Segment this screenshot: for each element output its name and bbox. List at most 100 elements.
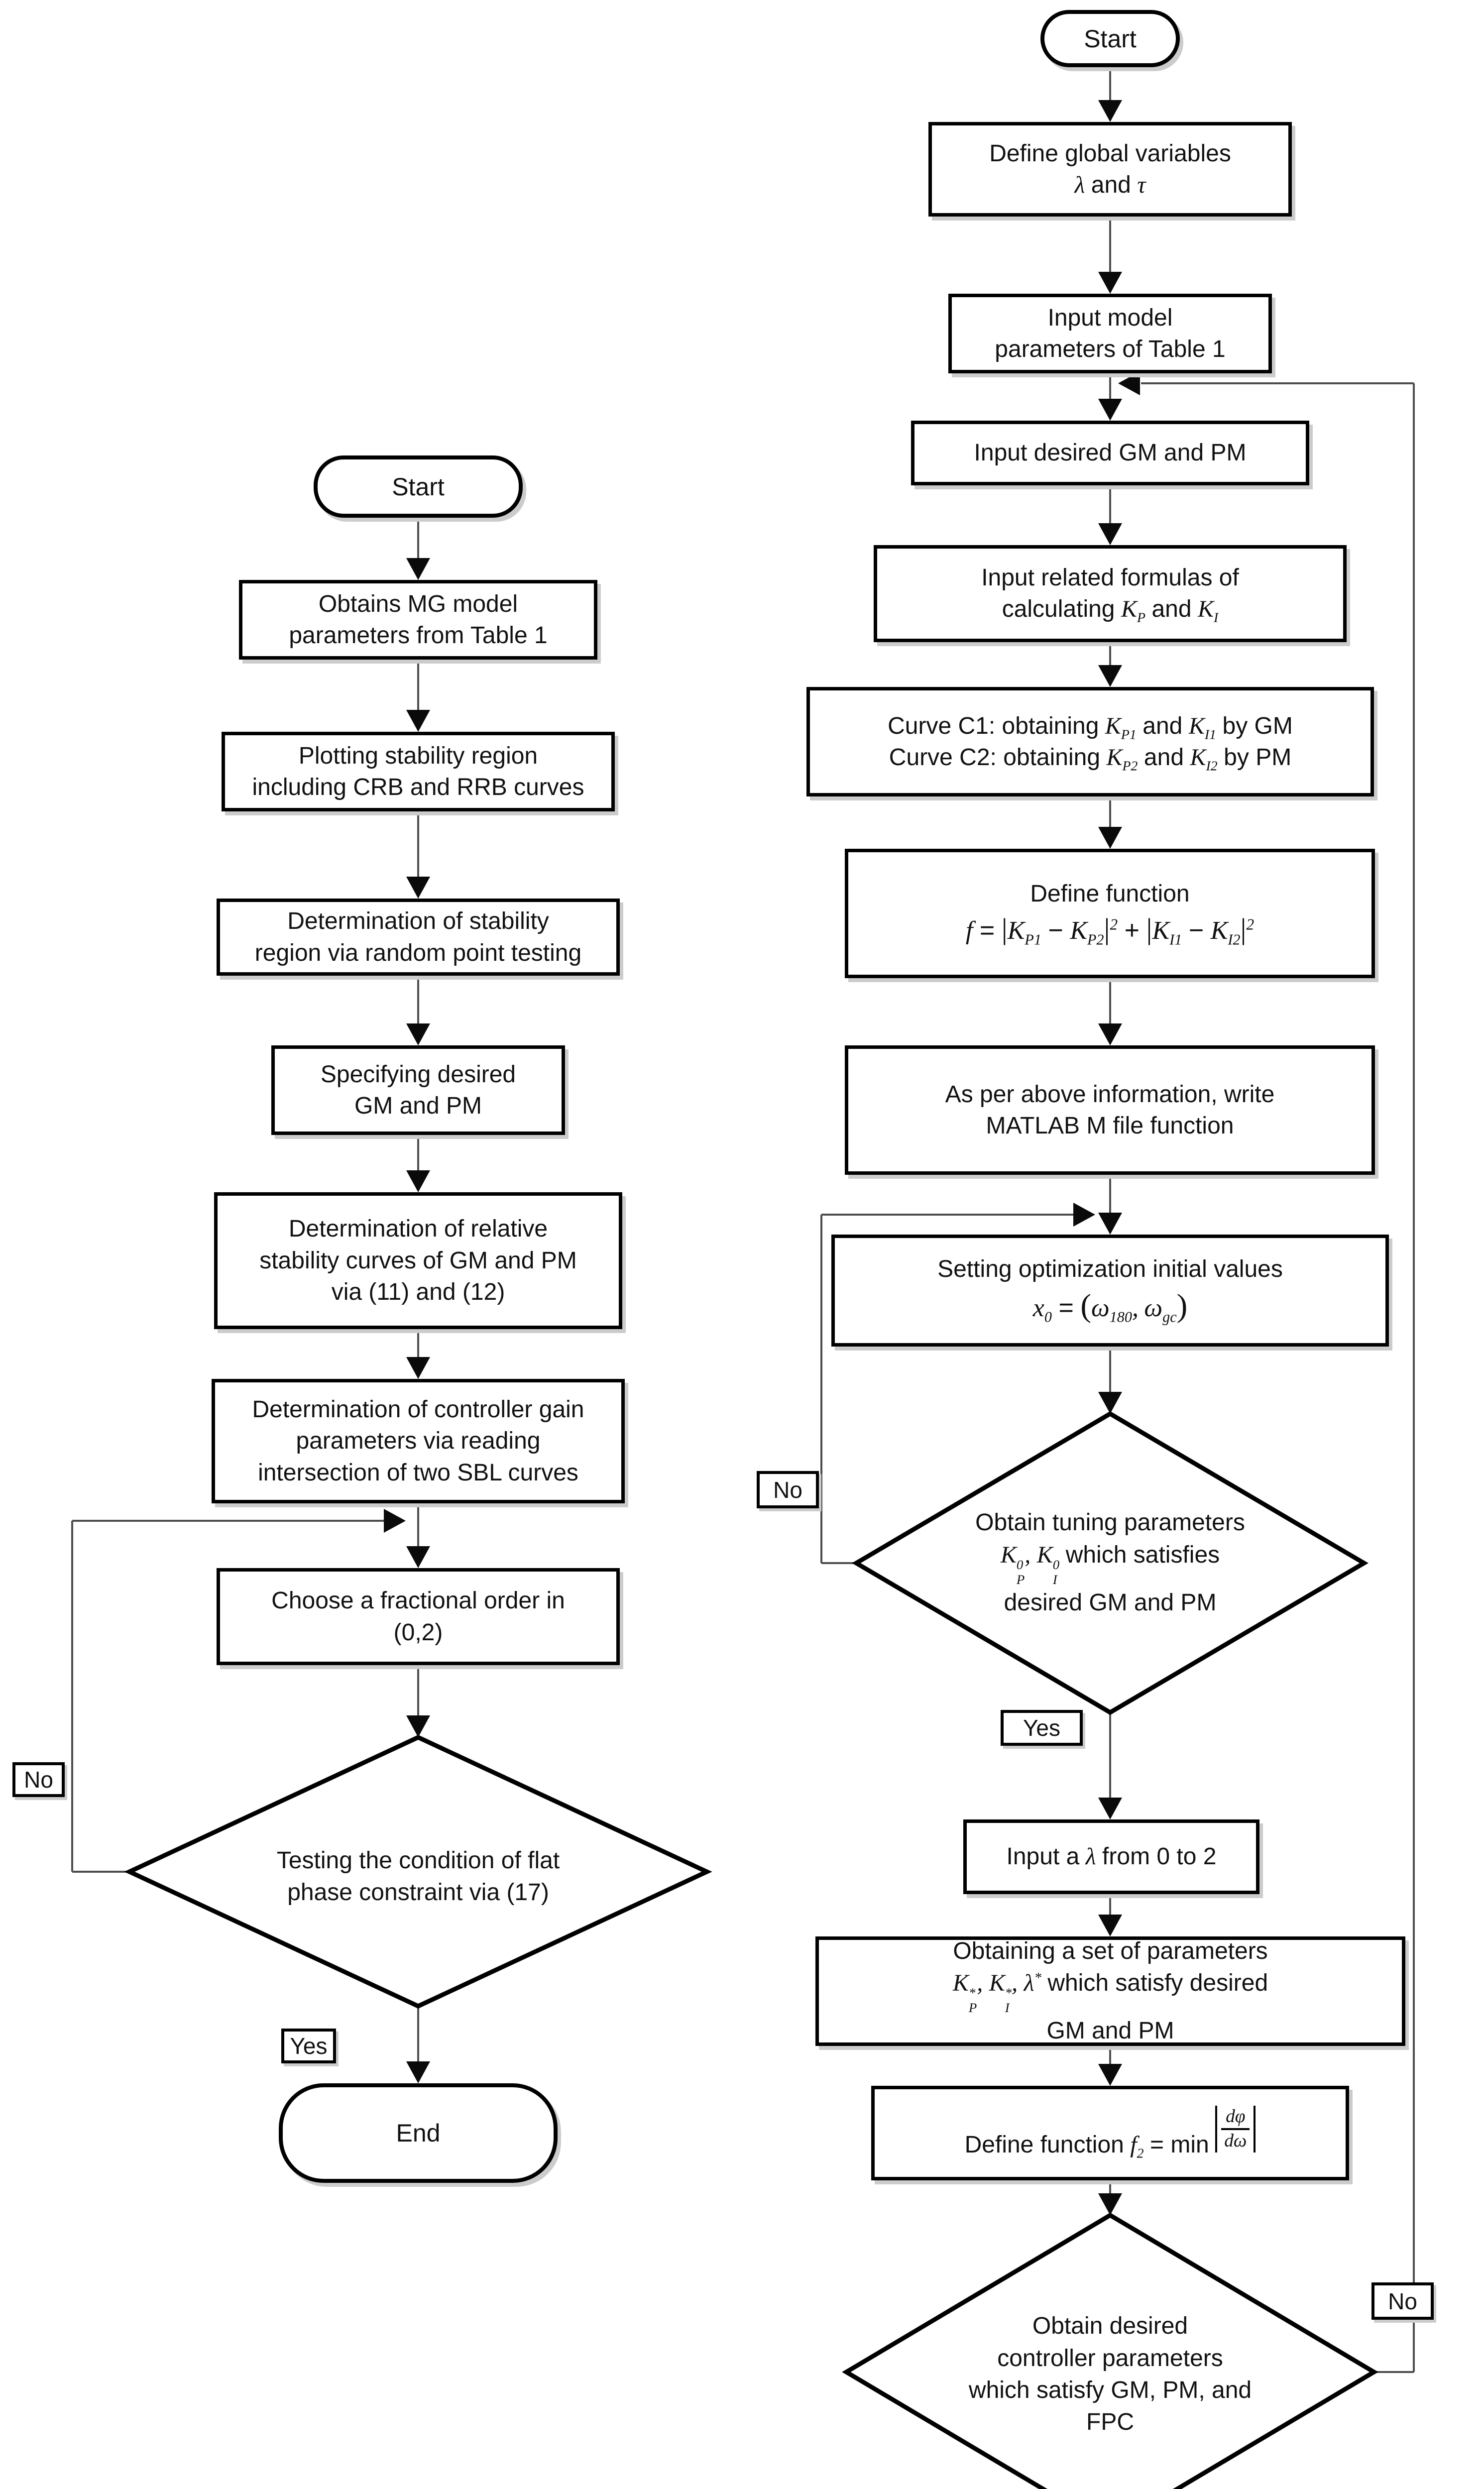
box-line: Obtaining a set of parameters	[953, 1938, 1268, 1965]
arrowhead-down-icon	[1098, 100, 1122, 122]
box-line: Define function	[1030, 880, 1190, 907]
a-process-controller-gain-intersection: Determination of controller gain paramet…	[212, 1379, 625, 1503]
no-label: No	[24, 1767, 53, 1793]
a-process-choose-fractional-order: Choose a fractional order in (0,2)	[217, 1568, 620, 1665]
input-a-text: Input a	[1006, 1843, 1080, 1870]
arrowhead-down-icon	[1098, 827, 1122, 849]
b-start-terminal: Start	[1040, 10, 1180, 67]
minus-sign: −	[1188, 916, 1204, 945]
abs-term-kp: |KP1	[1001, 912, 1041, 948]
box-formula-line: Input a λ from 0 to 2	[1007, 1841, 1217, 1872]
dphi-domega-fraction: dφ dω	[1221, 2106, 1250, 2152]
arrowhead-down-icon	[406, 710, 430, 732]
kp2-symbol: KP2	[1106, 744, 1138, 774]
diamond-line: phase constraint via (17)	[287, 1879, 549, 1906]
box-line: via (11) and (12)	[331, 1279, 505, 1306]
chart-b-flow-lines	[820, 67, 1415, 2373]
arrowhead-down-icon	[406, 1023, 430, 1045]
diamond-line: Obtain tuning parameters	[975, 1509, 1245, 1536]
box-line: Specifying desired	[320, 1061, 516, 1088]
a-process-relative-stability-curves: Determination of relative stability curv…	[214, 1192, 622, 1329]
arrowhead-right-icon	[384, 1509, 406, 1533]
lambda-symbol: λ	[1085, 1843, 1096, 1870]
b-decision-diamond-tuning-parameters	[852, 1411, 1369, 1715]
a-no-branch-label: No	[12, 1762, 65, 1797]
diamond-line: Testing the condition of flat	[276, 1847, 560, 1874]
arrowhead-down-icon	[1098, 1915, 1122, 1936]
diamond-line: FPC	[1086, 2409, 1134, 2436]
and-word: and	[1142, 712, 1183, 739]
kp1-symbol: KP1	[1105, 712, 1137, 743]
kp-symbol: KP	[1121, 596, 1145, 626]
a-end-label: End	[396, 2119, 441, 2147]
b-process-define-function-f2: Define function f2 = min dφ dω	[871, 2086, 1349, 2180]
minus-sign: −	[1048, 916, 1063, 945]
kp-star-symbol: K*P,	[952, 1969, 983, 2016]
diamond-line: controller parameters	[997, 2345, 1223, 2372]
arrowhead-down-icon	[1098, 272, 1122, 294]
no-label: No	[1388, 2288, 1417, 2314]
arrowhead-down-icon	[406, 2061, 430, 2083]
box-line: Setting optimization initial values	[937, 1255, 1283, 1282]
box-line: Input related formulas of	[981, 565, 1239, 591]
box-formula-line: Curve C1: obtaining KP1 and KI1 by GM	[888, 710, 1293, 742]
box-formula-line: f = |KP1 − KP2|2 + |KI1 − KI2|2	[966, 909, 1254, 949]
box-line: Determination of controller gain	[252, 1396, 584, 1423]
chart-a-flow-lines	[71, 518, 419, 2063]
box-formula-line: calculating KP and KI	[1002, 593, 1219, 625]
diamond-line: desired GM and PM	[1004, 1589, 1217, 1616]
omega-tuple: (ω180,ωgc)	[1080, 1288, 1188, 1326]
b-process-input-desired-gm-pm: Input desired GM and PM	[911, 421, 1309, 485]
arrowhead-down-icon	[406, 1357, 430, 1379]
arrowhead-down-icon	[406, 1170, 430, 1192]
box-line: region via random point testing	[254, 939, 582, 966]
diamond-line: Obtain desired	[1032, 2313, 1188, 2340]
b-decision2-text: Obtain desired controller parameters whi…	[911, 2305, 1309, 2444]
and-word: and	[1091, 172, 1131, 198]
a-decision-text: Testing the condition of flat phase cons…	[169, 1834, 667, 1919]
and-word: and	[1151, 596, 1192, 623]
b-process-write-matlab-m-file: As per above information, write MATLAB M…	[845, 1045, 1375, 1175]
box-line: parameters via reading	[296, 1428, 541, 1455]
box-line: parameters of Table 1	[995, 336, 1226, 362]
abs-term-ki: |KI1	[1146, 912, 1182, 948]
box-line: GM and PM	[354, 1093, 482, 1119]
box-line: Define global variables	[989, 140, 1231, 167]
arrowhead-down-icon	[1098, 399, 1122, 421]
curve-c1-text: Curve C1: obtaining	[888, 712, 1099, 739]
a-end-terminal: End	[279, 2083, 558, 2183]
arrowhead-down-icon	[1098, 665, 1122, 687]
define-function-text: Define function	[964, 2131, 1124, 2158]
calculating-word: calculating	[1002, 596, 1115, 623]
b-process-input-model-parameters: Input model parameters of Table 1	[948, 294, 1272, 373]
curve-c2-text: Curve C2: obtaining	[889, 744, 1101, 771]
box-line: stability curves of GM and PM	[259, 1247, 577, 1274]
box-line: Determination of stability	[287, 908, 549, 935]
plus-sign: +	[1124, 916, 1140, 945]
box-formula-line: Curve C2: obtaining KP2 and KI2 by PM	[889, 742, 1291, 773]
a-start-label: Start	[392, 472, 445, 501]
arrowhead-down-icon	[406, 877, 430, 899]
arrowhead-right-icon	[1073, 1203, 1095, 1227]
lambda-star-symbol: λ*	[1024, 1969, 1041, 1996]
b-start-label: Start	[1084, 24, 1137, 53]
arrowhead-down-icon	[406, 1715, 430, 1737]
by-gm-text: by GM	[1222, 712, 1293, 739]
arrowhead-down-icon	[1098, 523, 1122, 545]
f2-symbol: f2	[1130, 2131, 1144, 2161]
b-process-define-function-f: Define function f = |KP1 − KP2|2 + |KI1 …	[845, 849, 1375, 978]
arrowhead-down-icon	[1098, 2064, 1122, 2086]
b-process-curves-c1-c2: Curve C1: obtaining KP1 and KI1 by GM Cu…	[806, 687, 1374, 796]
a-yes-branch-label: Yes	[281, 2029, 336, 2063]
box-line: MATLAB M file function	[986, 1113, 1234, 1139]
equals-sign: =	[979, 916, 995, 945]
box-line: (0,2)	[393, 1619, 443, 1646]
a-process-specify-gm-pm: Specifying desired GM and PM	[271, 1045, 565, 1135]
equals-sign: =	[1058, 1293, 1074, 1323]
box-line: Plotting stability region	[298, 742, 538, 769]
arrowhead-left-icon	[1118, 371, 1140, 395]
